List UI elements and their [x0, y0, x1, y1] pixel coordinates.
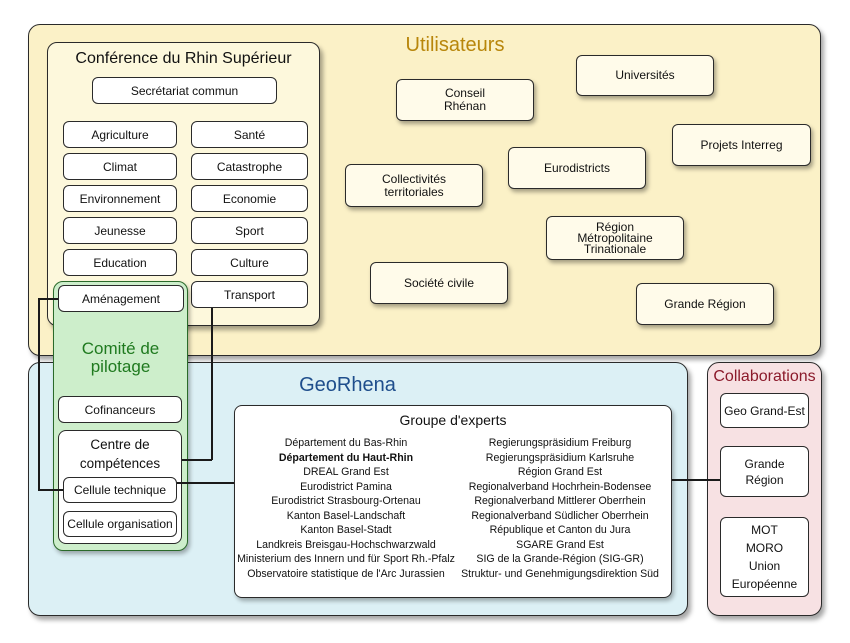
expert-item: Département du Haut-Rhin	[278, 451, 414, 464]
catastrophe-box: Catastrophe	[191, 153, 308, 180]
agriculture-box: Agriculture	[63, 121, 177, 148]
connector-line	[38, 489, 63, 491]
conseil-rhenan-box: Conseil Rhénan	[396, 79, 534, 121]
expert-item: Regierungspräsidium Karlsruhe	[485, 451, 635, 464]
amenagement-box: Aménagement	[58, 285, 184, 312]
utilisateurs-title: Utilisateurs	[405, 34, 505, 56]
expert-item: SGARE Grand Est	[516, 538, 604, 551]
mot-moro-ue-box: MOT MORO Union Européenne	[720, 517, 809, 597]
education-box: Education	[63, 249, 177, 276]
expert-item: Regionalverband Hochrhein-Bodensee	[468, 480, 652, 493]
economie-box: Economie	[191, 185, 308, 212]
expert-item: Eurodistrict Pamina	[300, 480, 392, 493]
connector-line	[182, 459, 212, 461]
expert-item: Kanton Basel-Stadt	[300, 524, 392, 536]
collectivites-box: Collectivités territoriales	[345, 164, 483, 207]
connector-line	[38, 298, 58, 300]
climat-box: Climat	[63, 153, 177, 180]
experts-left-column: Département du Bas-Rhin Département du H…	[236, 436, 456, 581]
sport-box: Sport	[191, 217, 308, 244]
expert-item: République et Canton du Jura	[489, 524, 631, 536]
societe-civile-box: Société civile	[370, 262, 508, 304]
connector-line	[672, 479, 720, 481]
groupe-experts-title: Groupe d'experts	[399, 412, 507, 428]
transport-box: Transport	[191, 281, 308, 308]
grande-region-box: Grande Région	[636, 283, 774, 325]
expert-item: Regierungspräsidium Freiburg	[488, 437, 632, 449]
connector-line	[211, 308, 213, 460]
expert-item: SIG de la Grande-Région (SIG-GR)	[476, 553, 644, 565]
expert-item: Regionalverband Südlicher Oberrhein	[471, 509, 649, 522]
cofinanceurs-box: Cofinanceurs	[58, 396, 182, 423]
experts-right-column: Regierungspräsidium Freiburg Regierungsp…	[450, 436, 670, 581]
grande-region-collab-box: Grande Région	[720, 446, 809, 497]
connector-line	[177, 482, 234, 484]
expert-item: Observatoire statistique de l'Arc Jurass…	[247, 567, 445, 580]
expert-item: Région Grand Est	[517, 466, 603, 478]
comite-pilotage-title: Comité de pilotage	[81, 339, 160, 376]
expert-item: Kanton Basel-Landschaft	[286, 509, 406, 522]
jeunesse-box: Jeunesse	[63, 217, 177, 244]
groupe-experts-panel	[234, 405, 672, 598]
georhena-title: GeoRhena	[299, 374, 396, 396]
expert-item: Landkreis Breisgau-Hochschwarzwald	[256, 538, 436, 551]
sante-box: Santé	[191, 121, 308, 148]
expert-item: Ministerium des Innern und für Sport Rh.…	[237, 553, 455, 565]
expert-item: DREAL Grand Est	[303, 466, 389, 478]
region-metropolitaine-box: Région Métropolitaine Trinationale	[546, 216, 684, 260]
connector-line	[38, 298, 40, 489]
environnement-box: Environnement	[63, 185, 177, 212]
cellule-organisation-box: Cellule organisation	[63, 511, 177, 537]
universites-box: Universités	[576, 55, 714, 96]
secretariat-box: Secrétariat commun	[92, 77, 277, 104]
eurodistricts-box: Eurodistricts	[508, 147, 646, 189]
expert-item: Struktur- und Genehmigungsdirektion Süd	[461, 567, 659, 580]
expert-item: Département du Bas-Rhin	[284, 437, 408, 449]
cellule-technique-box: Cellule technique	[63, 477, 177, 503]
expert-item: Regionalverband Mittlerer Oberrhein	[474, 495, 646, 507]
culture-box: Culture	[191, 249, 308, 276]
projets-interreg-box: Projets Interreg	[672, 124, 811, 166]
geo-grand-est-box: Geo Grand-Est	[720, 393, 809, 428]
crs-title: Conférence du Rhin Supérieur	[75, 50, 292, 67]
expert-item: Eurodistrict Strasbourg-Ortenau	[271, 495, 421, 507]
collaborations-title: Collaborations	[713, 368, 816, 385]
